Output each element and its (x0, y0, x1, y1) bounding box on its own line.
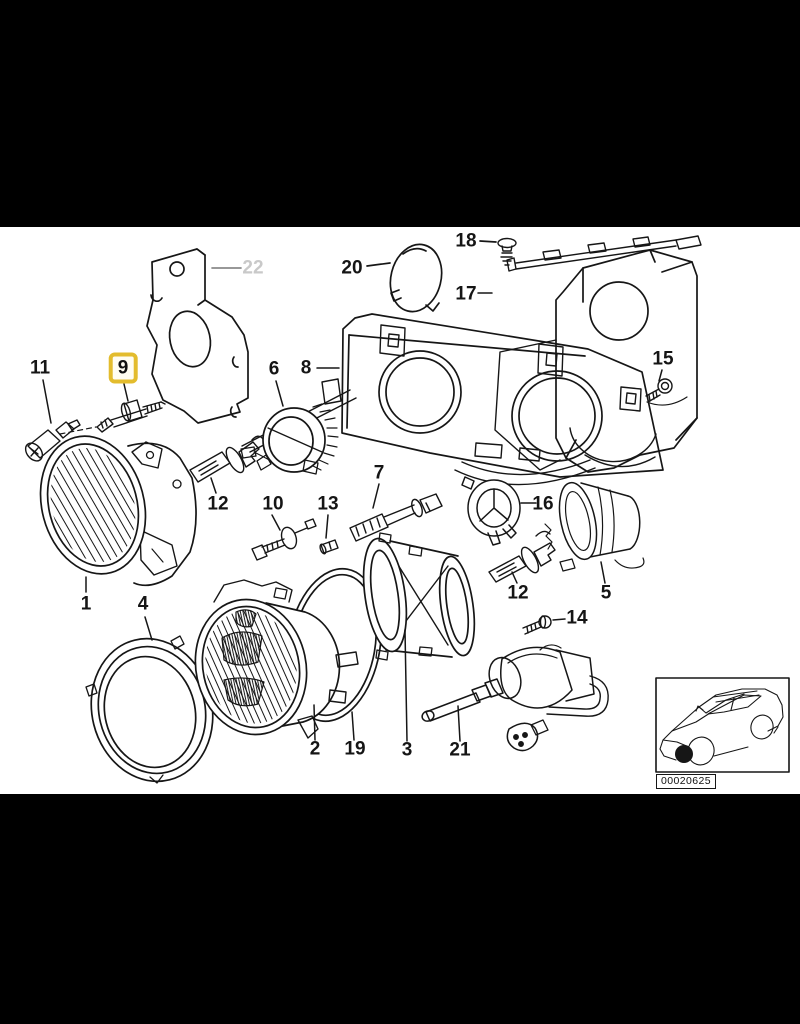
diagram-id-box: 00020625 (656, 774, 716, 789)
part-12-bulb-left (189, 435, 264, 483)
callout-19[interactable]: 19 (344, 738, 366, 760)
callout-20[interactable]: 20 (341, 257, 363, 279)
callout-13[interactable]: 13 (317, 493, 339, 515)
callout-11[interactable]: 11 (29, 357, 51, 379)
leader-lines (42, 292, 663, 742)
car-thumbnail (655, 677, 790, 773)
callout-2[interactable]: 2 (309, 738, 321, 760)
part-location-dot (675, 745, 693, 763)
part-17-housing (494, 249, 698, 473)
callout-7[interactable]: 7 (373, 462, 385, 484)
part-4-trim-ring (85, 635, 214, 784)
part-7-screw (349, 493, 443, 542)
callout-16[interactable]: 16 (532, 493, 554, 515)
leader-18 (479, 240, 497, 243)
part-16-retainer (461, 476, 521, 546)
callout-18[interactable]: 18 (455, 230, 477, 252)
part-5-cap (544, 481, 645, 572)
callout-9-highlighted[interactable]: 9 (108, 352, 138, 384)
part-10-screw (251, 518, 317, 561)
part-12-bulb-right (488, 530, 556, 583)
callout-12-right[interactable]: 12 (507, 582, 529, 604)
part-18-clip (497, 237, 517, 266)
callout-10[interactable]: 10 (262, 493, 284, 515)
callout-3[interactable]: 3 (401, 739, 413, 761)
callout-22[interactable]: 22 (242, 257, 264, 279)
part-13-pin (319, 539, 339, 555)
callout-15[interactable]: 15 (652, 348, 674, 370)
part-2-headlight (194, 579, 359, 739)
callout-8[interactable]: 8 (300, 357, 312, 379)
part-3-projector (362, 532, 476, 661)
callout-1[interactable]: 1 (80, 593, 92, 615)
part-9-screw (96, 399, 166, 433)
part-14-screw (522, 615, 552, 635)
part-22-support-plate (146, 248, 249, 424)
part-6-bulb-carrier (240, 403, 339, 475)
callout-4[interactable]: 4 (137, 593, 149, 615)
callout-14[interactable]: 14 (566, 607, 588, 629)
part-15-screw (645, 378, 688, 406)
part-21-adjuster-motor (421, 644, 609, 752)
callout-21[interactable]: 21 (449, 739, 471, 761)
callout-6[interactable]: 6 (268, 358, 280, 380)
callout-12-left[interactable]: 12 (207, 493, 229, 515)
part-11-socket (24, 419, 97, 462)
part-8-frame (241, 313, 664, 486)
part-1-fog-lamp (39, 435, 197, 587)
part-20-cover (366, 243, 443, 313)
callout-17[interactable]: 17 (455, 283, 477, 305)
callout-5[interactable]: 5 (600, 582, 612, 604)
